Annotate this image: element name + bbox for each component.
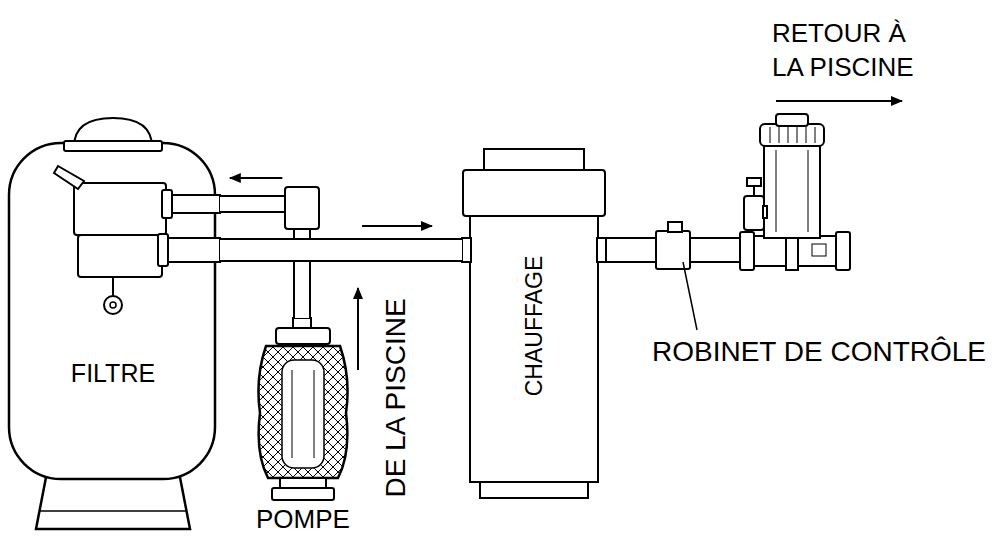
canister-line [776,150,777,232]
check-valve-body [656,231,690,269]
cap-ridge [815,127,816,143]
heater-collar [463,170,605,216]
side-valve-link [763,206,767,218]
side-valve-handle [747,178,761,186]
pipe-bore [220,240,462,260]
port-stub [162,238,220,262]
port-flange [158,234,168,266]
pipe-connector [220,178,319,318]
port-stub [166,195,220,213]
pipe-bore [220,204,302,318]
side-valve-stem [753,186,755,196]
heater: CHAUFFAGE [462,148,606,500]
chlorinator-collar [836,232,850,270]
dome-band [64,141,162,151]
node-label: FILTRE [6,358,220,388]
node-label: CHAUFFAGE [521,256,549,397]
pump-lid [276,328,330,344]
check-valve-cap [668,222,682,232]
filter-tank: FILTRE [6,115,220,535]
drain-knob [110,302,116,308]
chlorinator-cap [760,124,824,146]
heater-cap [484,149,584,171]
flow-arrow [357,288,359,370]
flow-arrow [776,100,902,102]
pipe-outline [220,238,462,262]
valve-handle [54,166,84,189]
pump-core [282,360,324,468]
valve-top [74,183,166,235]
pipe-outline [220,204,302,318]
filter-tank-outline [6,115,220,535]
chlorinator-canister [764,140,820,238]
drain-stem [112,277,114,296]
pipe-connector [220,226,462,250]
core-line [292,370,293,458]
drain-knob [104,296,122,314]
basket-mesh [112,346,494,478]
heater-stub [597,238,606,262]
tank-body [9,143,215,479]
chlorinator-collar [740,232,754,270]
cap-ridge [797,127,798,143]
heater-body [470,216,598,482]
side-valve [744,196,764,230]
flow-arrow [230,177,282,179]
valve-bottom [78,235,162,277]
part-label: ROBINET DE CONTRÔLE [652,335,1001,369]
canister-line [808,150,809,232]
heater-base [480,482,588,498]
cap-ridge [779,127,780,143]
flow-arrow [362,225,432,227]
cap-ridge [806,127,807,143]
chlorinator-knob [776,114,808,126]
pump-outline [252,318,354,535]
node-label: POMPE [242,504,364,534]
elbow-fitting [285,187,319,229]
leader-line [683,262,697,330]
pump: POMPE [252,318,354,535]
pump-foot [280,478,326,488]
port-flange [162,190,172,218]
pump-foot [272,488,334,500]
check-valve [656,222,690,269]
heater-stub [462,238,471,262]
base-ring [40,510,186,512]
core-line [314,370,315,458]
cap-ridge [788,127,789,143]
flow-label: RETOUR À LA PISCINE [772,16,922,84]
chlorinator [740,114,850,270]
union-detail [812,244,826,256]
flow-label: DE LA PISCINE [379,298,413,497]
cap-ridge [770,127,771,143]
